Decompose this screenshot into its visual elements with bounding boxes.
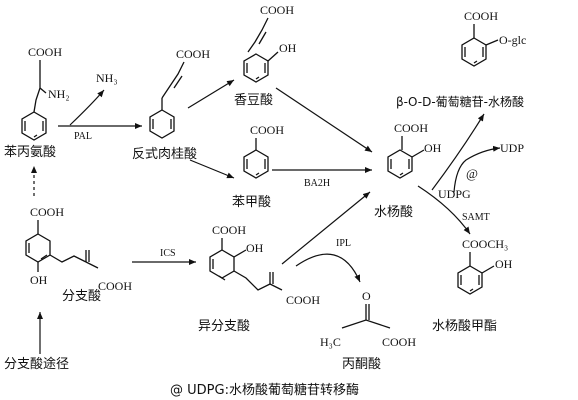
sa-glucoside-structure: COOH O-glc β-O-D-葡萄糖苷-水杨酸: [396, 9, 526, 109]
glucosylation-arrow: [431, 113, 485, 191]
pyruvate-structure: OH O H₃C COOH 丙酮酸: [320, 289, 416, 372]
cho-cooh-label: COOH: [30, 205, 64, 219]
cou-cooh-label: COOH: [260, 3, 294, 17]
ipl-label: IPL: [336, 238, 351, 249]
salicylic-acid-structure: COOH OH 水杨酸: [374, 121, 442, 220]
cinnamic-to-benzoic-arrow: [189, 159, 235, 179]
coumaric-to-sa-arrow: [275, 87, 373, 153]
pal-label: PAL: [74, 131, 92, 142]
sa-oh-label: OH: [424, 141, 442, 155]
iso-cooh2-label: COOH: [286, 293, 320, 307]
pyruvate-label: 丙酮酸: [342, 357, 381, 372]
samt-label: SAMT: [462, 212, 490, 223]
cho-cooh2-label: COOH: [98, 279, 132, 293]
cinnamic-acid-structure: COOH 反式肉桂酸: [132, 47, 210, 162]
udp-label: UDP: [500, 141, 524, 155]
pyruvate-release-arrow: [295, 253, 361, 283]
iso-oh-label: OH: [246, 241, 264, 255]
ms-cooch3-label: COOCH₃: [462, 237, 508, 251]
pathway-source-label: 分支酸途径: [4, 356, 69, 372]
ics-label: ICS: [160, 248, 176, 259]
isochorismate-structure: COOH OH COOH 异分支酸: [198, 223, 320, 334]
cou-oh-label: OH: [279, 41, 297, 55]
phe-nh2-label: NH₂: [48, 87, 70, 101]
cinnamic-acid-label: 反式肉桂酸: [132, 147, 197, 162]
pyr-h3c-label: H₃C: [320, 335, 341, 349]
udpg-label: UDPG: [438, 187, 471, 201]
isochorismate-to-sa-arrow: [281, 191, 371, 265]
samt-arrow: [417, 185, 471, 235]
figure-caption: @ UDPG:水杨酸葡萄糖苷转移酶: [170, 382, 359, 398]
chorismate-structure: COOH OH COOH 分支酸: [25, 205, 132, 304]
cin-cooh-label: COOH: [176, 47, 210, 61]
udpg-to-udp-arrow: [453, 145, 501, 193]
glucosyltransferase-marker: @: [466, 166, 478, 181]
benzoic-acid-label: 苯甲酸: [232, 195, 271, 210]
methyl-salicylate-label: 水杨酸甲酯: [432, 319, 497, 334]
chorismate-label: 分支酸: [62, 289, 101, 304]
benzoic-acid-structure: COOH 苯甲酸: [232, 123, 284, 210]
glc-cooh-label: COOH: [464, 9, 498, 23]
glc-oglc-label: O-glc: [499, 33, 526, 47]
cho-oh-label: OH: [30, 273, 48, 287]
sa-glucoside-label: β-O-D-葡萄糖苷-水杨酸: [396, 94, 524, 109]
sa-cooh-label: COOH: [394, 121, 428, 135]
methyl-salicylate-structure: COOCH₃ OH 水杨酸甲酯: [432, 237, 513, 334]
iso-cooh-label: COOH: [212, 223, 246, 237]
coumaric-acid-label: 香豆酸: [234, 93, 273, 108]
salicylic-acid-label: 水杨酸: [374, 205, 413, 220]
ms-oh-label: OH: [495, 257, 513, 271]
svg-text:O: O: [362, 289, 371, 303]
nh3-release-arrow: [69, 89, 105, 126]
benz-cooh-label: COOH: [250, 123, 284, 137]
nh3-label: NH₃: [96, 71, 118, 85]
isochorismate-label: 异分支酸: [198, 319, 250, 334]
phenylalanine-label: 苯丙氨酸: [4, 145, 56, 160]
coumaric-acid-structure: COOH OH 香豆酸: [234, 3, 297, 108]
phenylalanine-structure: COOH NH₂ 苯丙氨酸: [4, 45, 70, 160]
ba2h-label: BA2H: [304, 178, 330, 189]
phe-cooh-label: COOH: [28, 45, 62, 59]
pyr-cooh-label: COOH: [382, 335, 416, 349]
cinnamic-to-coumaric-arrow: [187, 79, 235, 109]
